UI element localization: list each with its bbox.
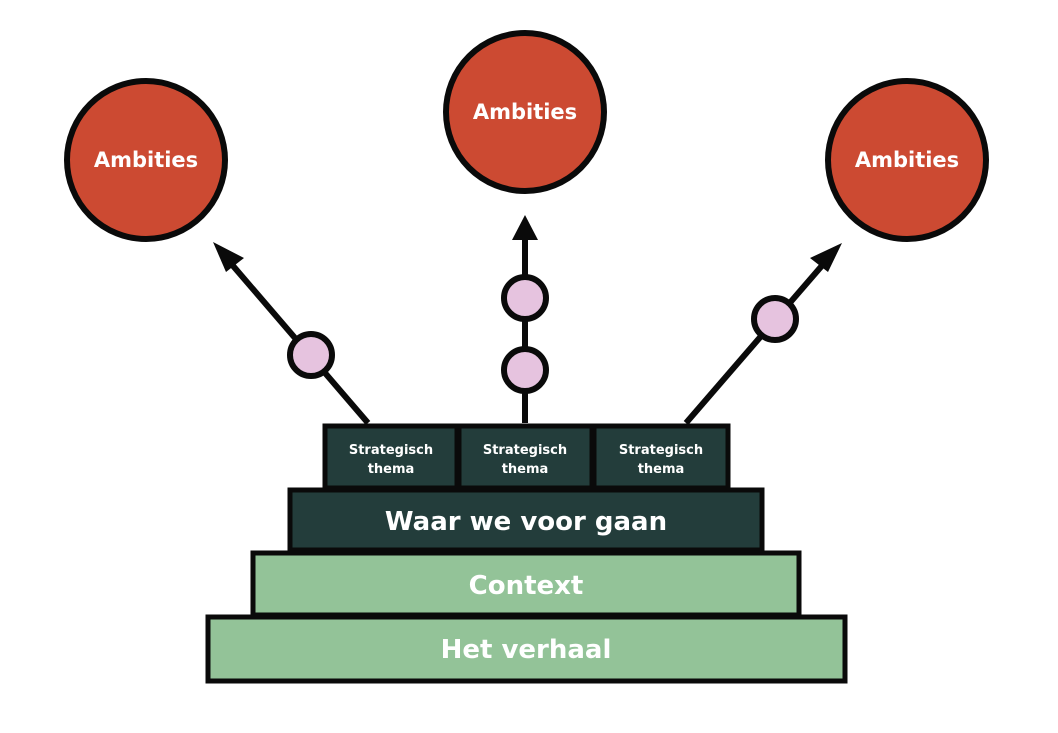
milestone-node-left <box>287 331 335 379</box>
ambitie-label-center: Ambities <box>473 100 577 124</box>
theme-label-left-line1: Strategisch <box>349 443 433 458</box>
ambitie-circle-center: Ambities <box>443 30 607 194</box>
theme-label-right-line2: thema <box>638 462 685 477</box>
arrowhead-left <box>213 242 244 272</box>
theme-label-center-line2: thema <box>502 462 549 477</box>
milestone-node-right <box>751 295 799 343</box>
layer-context: Context <box>250 550 802 618</box>
milestone-node-center-lower <box>501 346 549 394</box>
theme-box-right: Strategisch thema <box>591 423 731 491</box>
theme-label-center-line1: Strategisch <box>483 443 567 458</box>
arrow-line-right <box>683 259 829 425</box>
layer-label-context: Context <box>469 571 584 601</box>
theme-box-center: Strategisch thema <box>456 423 595 491</box>
theme-label-right-line1: Strategisch <box>619 443 703 458</box>
theme-label-left-line2: thema <box>368 462 415 477</box>
layer-label-verhaal: Het verhaal <box>441 635 612 665</box>
ambitie-label-left: Ambities <box>94 148 198 172</box>
ambitie-circle-left: Ambities <box>64 78 228 242</box>
theme-box-left: Strategisch thema <box>322 423 460 491</box>
milestone-nodes <box>287 274 799 394</box>
ambitie-circle-right: Ambities <box>825 78 989 242</box>
layer-het-verhaal: Het verhaal <box>205 614 848 684</box>
arrowhead-right <box>810 243 842 272</box>
layer-waar-we-voor-gaan: Waar we voor gaan <box>287 487 765 553</box>
ambitie-label-right: Ambities <box>855 148 959 172</box>
milestone-node-center-upper <box>501 274 549 322</box>
arrowhead-center <box>512 215 538 240</box>
layer-label-waar: Waar we voor gaan <box>385 507 667 537</box>
